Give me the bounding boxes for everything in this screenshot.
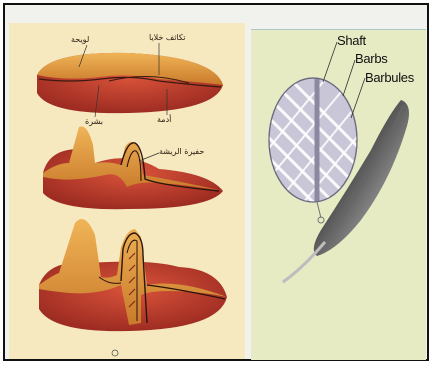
label-epidermis: بشرة (85, 117, 103, 126)
label-barbules: Barbules (365, 70, 414, 85)
feather-structure-panel: Shaft Barbs Barbules (251, 29, 426, 360)
development-stages-drawing (9, 23, 245, 359)
barbs-leader (343, 60, 355, 96)
stage-1-placode (37, 43, 223, 117)
magnifier-connector (317, 202, 321, 218)
stage-3-feather-germ (39, 219, 227, 331)
label-placode: لويحة (71, 35, 89, 44)
shaft-leader (323, 42, 337, 82)
figure-frame: لويحة تكاثف خلايا بشرة أدمة حفيرة الريشة (3, 3, 429, 361)
label-dermis: أدمة (157, 115, 171, 124)
feather-development-panel: لويحة تكاثف خلايا بشرة أدمة حفيرة الريشة (9, 23, 245, 359)
barbules-leader (351, 78, 365, 118)
label-feather-follicle: حفيرة الريشة (159, 147, 204, 156)
label-barbs: Barbs (355, 51, 387, 66)
label-shaft: Shaft (337, 33, 366, 48)
label-cell-condensation: تكاثف خلايا (149, 33, 186, 42)
magnified-detail (251, 50, 381, 250)
stage-2-follicle (43, 126, 223, 209)
page-mark (112, 350, 118, 356)
